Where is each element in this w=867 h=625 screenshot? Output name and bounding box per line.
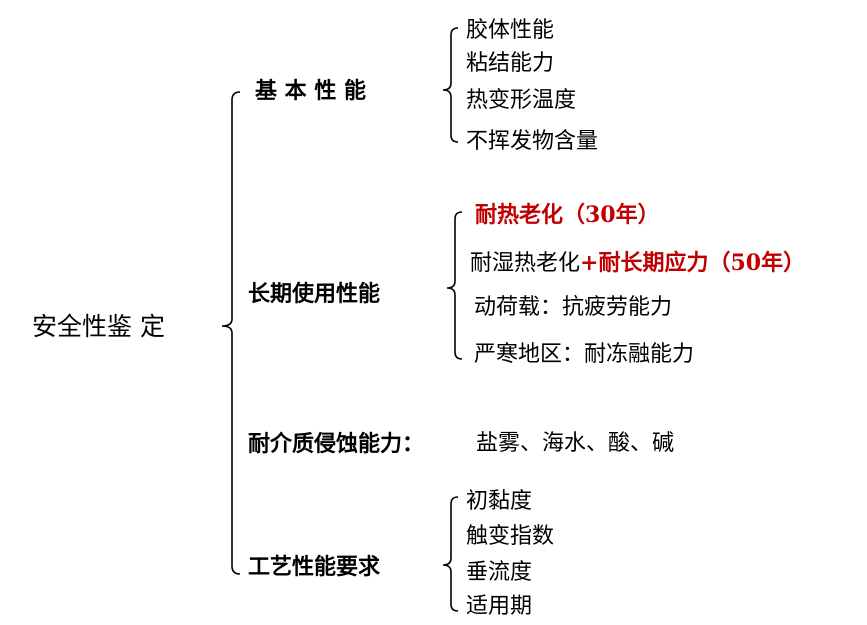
root-label: 安全性鉴 定	[32, 312, 165, 341]
process-item-1: 初黏度	[466, 489, 533, 514]
longterm-item-3: 动荷载：抗疲劳能力	[474, 295, 673, 320]
process-item-4: 适用期	[466, 594, 533, 619]
longterm-item-2-part2: +耐长期应力（50年）	[580, 250, 806, 276]
basic-bracket	[442, 27, 459, 143]
basic-item-2: 粘结能力	[466, 51, 555, 76]
longterm-item-2-part1: 耐湿热老化	[470, 251, 581, 276]
basic-item-4: 不挥发物含量	[466, 129, 599, 154]
longterm-label: 长期使用性能	[248, 281, 381, 307]
process-item-3: 垂流度	[466, 560, 533, 585]
process-item-2: 触变指数	[466, 524, 555, 549]
longterm-bracket	[446, 211, 463, 360]
basic-label: 基 本 性 能	[255, 78, 366, 104]
longterm-item-4: 严寒地区：耐冻融能力	[474, 342, 695, 367]
process-label: 工艺性能要求	[248, 554, 381, 580]
longterm-item-1: 耐热老化（30年）	[475, 202, 660, 228]
basic-item-3: 热变形温度	[466, 88, 577, 113]
longterm-item-2: 耐湿热老化+耐长期应力（50年）	[470, 252, 805, 275]
basic-item-1: 胶体性能	[466, 18, 555, 43]
process-bracket	[442, 496, 459, 612]
medium-label: 耐介质侵蚀能力：	[248, 431, 425, 457]
root-bracket	[221, 91, 241, 575]
medium-value: 盐雾、海水、酸、碱	[476, 431, 675, 456]
